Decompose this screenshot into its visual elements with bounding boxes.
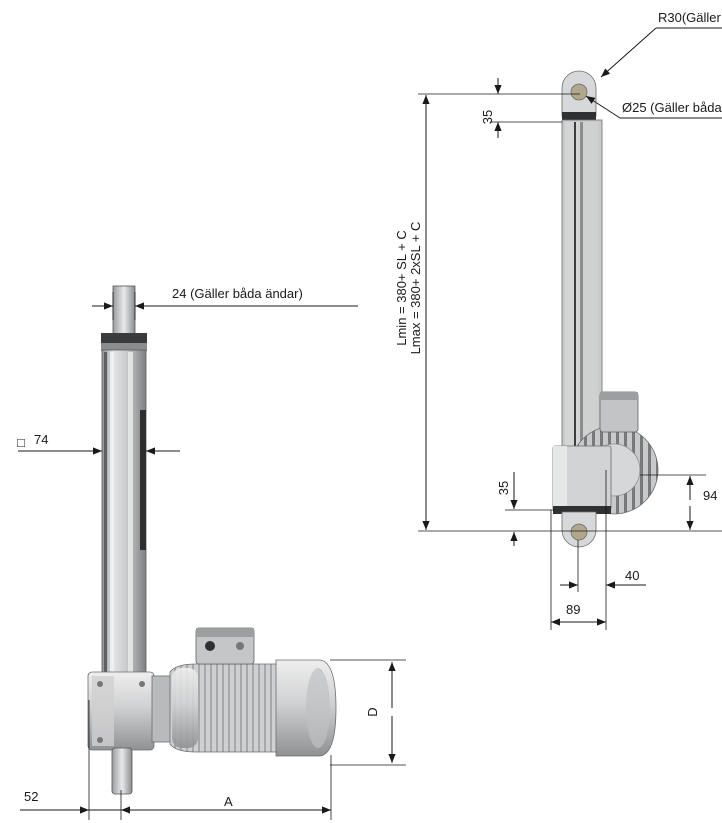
dim-eye-offset-top: 35	[418, 78, 580, 138]
piston-rod	[112, 285, 136, 339]
terminal-box	[195, 627, 255, 665]
bottom-clevis	[111, 747, 133, 795]
side-view-actuator	[87, 285, 337, 795]
eye-radius-label: R30(Gäller båda ändar)	[658, 10, 722, 25]
front-view-actuator	[552, 70, 659, 548]
hole-diameter-label: Ø25 (Gäller båda ändar)	[622, 100, 722, 115]
dim-motor-diameter: D	[330, 659, 406, 766]
top-eye-hole	[570, 83, 588, 101]
motor-diameter-label: D	[365, 707, 380, 716]
rod-diameter-label: 24 (Gäller båda ändar)	[172, 286, 303, 301]
dim-profile-square: □ 74	[17, 432, 180, 455]
width-89-label: 89	[566, 602, 580, 617]
gearbox-height-label: 94	[703, 488, 717, 503]
offset-40-label: 40	[625, 568, 639, 583]
dim-bottom-widths: 40 89	[550, 470, 646, 630]
dim-eye-offset-bottom: 35	[496, 472, 555, 546]
dim-bottom: 52 A	[20, 700, 332, 820]
aluminium-profile	[101, 349, 147, 681]
dim-rod-diameter: 24 (Gäller båda ändar)	[92, 286, 358, 320]
offset-52-label: 52	[24, 789, 38, 804]
dim-hole-diameter: Ø25 (Gäller båda ändar)	[585, 95, 722, 119]
eye-offset-bottom-label: 35	[496, 481, 511, 495]
motor-length-label: A	[224, 794, 233, 809]
length-max-label: Lmax = 380+ 2xSL + C	[408, 222, 423, 355]
dim-length: Lmin = 380+ SL + C Lmax = 380+ 2xSL + C	[394, 95, 722, 532]
dim-gearbox-height: 94	[640, 474, 717, 530]
bottom-eye-hole	[570, 523, 588, 541]
length-min-label: Lmin = 380+ SL + C	[394, 230, 409, 346]
square-symbol: □	[17, 435, 25, 450]
profile-square-label: 74	[34, 432, 48, 447]
profile-side-slot	[140, 410, 146, 550]
dim-eye-radius: R30(Gäller båda ändar)	[600, 10, 722, 78]
eye-offset-top-label: 35	[480, 110, 495, 124]
